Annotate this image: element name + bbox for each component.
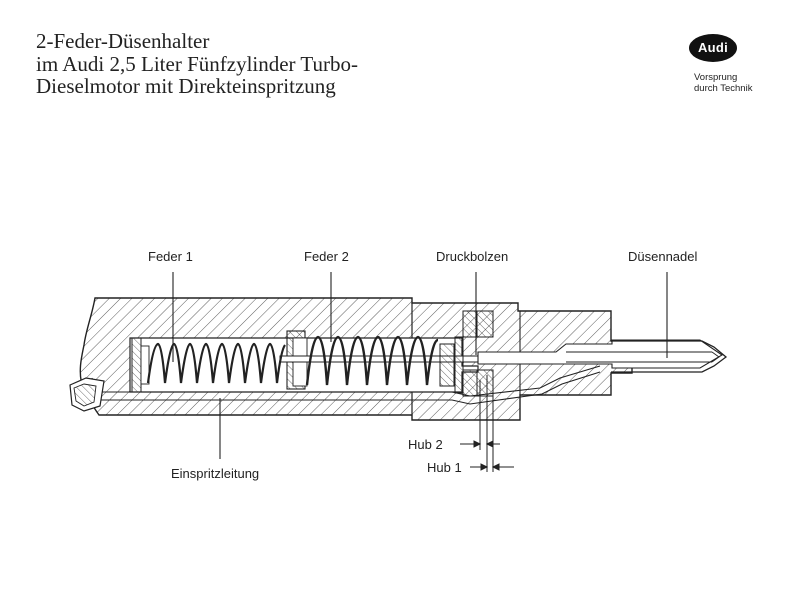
label-druckbolzen: Druckbolzen [436, 249, 508, 264]
page-title: 2-Feder-Düsenhalter im Audi 2,5 Liter Fü… [36, 30, 358, 98]
leader-lines [172, 272, 668, 459]
label-einspritzleitung: Einspritzleitung [171, 466, 259, 481]
nozzle-needle-assembly [462, 310, 728, 397]
label-duesennadel: Düsennadel [628, 249, 697, 264]
audi-logo: Audi [689, 34, 737, 62]
title-line-3: Dieselmotor mit Direkteinspritzung [36, 74, 336, 98]
label-feder-2: Feder 2 [304, 249, 349, 264]
label-hub-1: Hub 1 [427, 460, 462, 475]
spring-2 [305, 335, 439, 386]
pressure-pin-guide [462, 310, 478, 338]
slogan-line-2: durch Technik [694, 83, 753, 94]
label-hub-2: Hub 2 [408, 437, 443, 452]
title-line-2: im Audi 2,5 Liter Fünfzylinder Turbo- [36, 51, 358, 76]
slogan: Vorsprung durch Technik [694, 72, 752, 94]
slogan-line-1: Vorsprung [694, 72, 738, 83]
spring-2-seat [439, 343, 455, 387]
title-line-1: 2-Feder-Düsenhalter [36, 29, 210, 53]
label-feder-1: Feder 1 [148, 249, 193, 264]
inlet-connector [69, 377, 105, 412]
stroke-dimensions [460, 375, 514, 472]
spring-1-seat [131, 337, 142, 393]
